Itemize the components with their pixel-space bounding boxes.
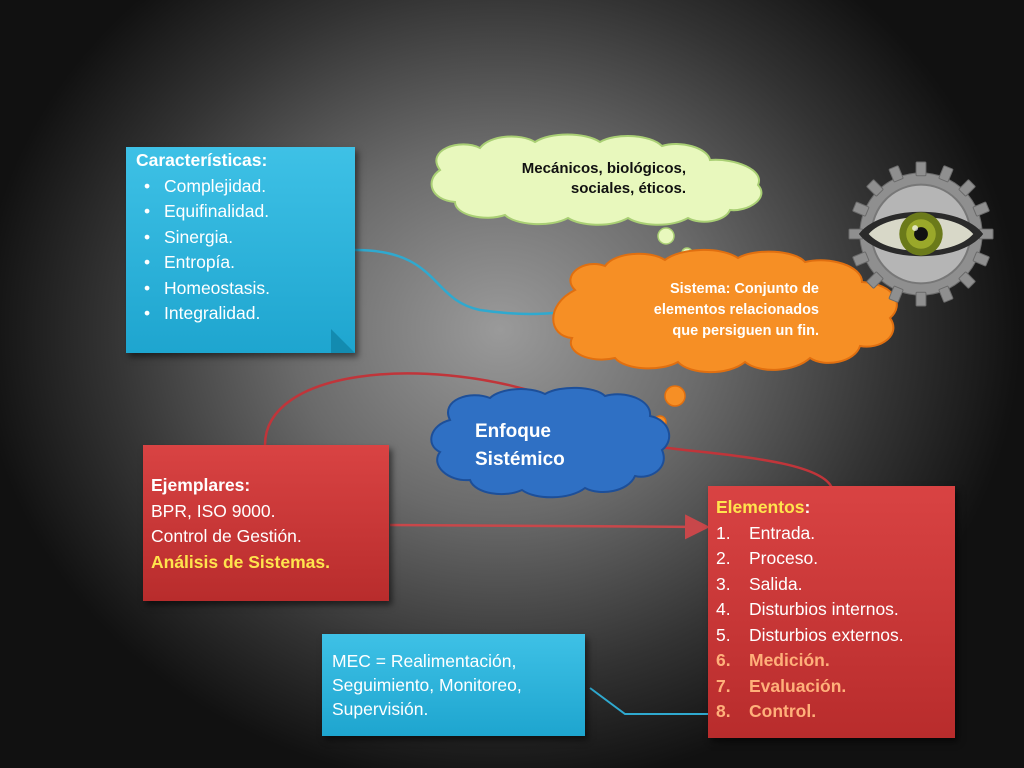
connector-mec-elementos bbox=[589, 687, 708, 715]
list-item: Entropía. bbox=[136, 250, 345, 276]
thought-bubble-orange-large bbox=[664, 385, 686, 407]
list-item: 7.Evaluación. bbox=[716, 675, 847, 696]
list-item: 5.Disturbios externos. bbox=[716, 624, 904, 645]
caracteristicas-title: Características: bbox=[136, 150, 268, 170]
sistema-line-2: elementos relacionados bbox=[653, 302, 819, 318]
enfoque-line-1: Enfoque bbox=[475, 421, 551, 442]
page-curl bbox=[331, 329, 355, 353]
mecanicos-line-2: sociales, éticos. bbox=[570, 180, 686, 197]
mec-line-1: MEC = Realimentación, bbox=[332, 651, 517, 671]
list-item: 2.Proceso. bbox=[716, 548, 819, 568]
list-item: 6.Medición. bbox=[716, 650, 830, 670]
caracteristicas-list: Complejidad. Equifinalidad. Sinergia. En… bbox=[136, 174, 345, 327]
list-item: Homeostasis. bbox=[136, 276, 345, 302]
sistema-line-1: Sistema: Conjunto de bbox=[669, 281, 819, 297]
list-item: 1.Entrada. bbox=[716, 522, 816, 543]
connector-enfoque-elementos bbox=[659, 445, 834, 489]
elementos-title-colon: : bbox=[804, 497, 811, 517]
caracteristicas-box: Características: Complejidad. Equifinali… bbox=[126, 147, 355, 353]
list-item: 4.Disturbios internos. bbox=[716, 599, 899, 619]
list-item: 8.Control. bbox=[716, 701, 817, 721]
mecanicos-line-1: Mecánicos, biológicos, bbox=[521, 160, 686, 177]
list-item: Equifinalidad. bbox=[136, 199, 345, 225]
enfoque-line-2: Sistémico bbox=[475, 449, 565, 470]
mec-box: MEC = Realimentación, Seguimiento, Monit… bbox=[322, 634, 585, 736]
elementos-box: Elementos: 1.Entrada. 2.Proceso. 3.Salid… bbox=[708, 486, 955, 738]
ejemplares-line-1: BPR, ISO 9000. bbox=[151, 500, 276, 521]
elementos-title-text: Elementos bbox=[716, 497, 805, 517]
elementos-title: Elementos: bbox=[716, 495, 947, 521]
list-item: 3.Salida. bbox=[716, 573, 803, 594]
arrow-ejemplares-elementos bbox=[389, 514, 710, 540]
gear-eye-icon bbox=[848, 161, 994, 307]
connector-caracteristicas-sistema bbox=[354, 248, 566, 316]
thought-bubble-green-large bbox=[657, 227, 675, 245]
mec-line-3: Supervisión. bbox=[332, 699, 429, 719]
mecanicos-cloud bbox=[430, 133, 763, 226]
ejemplares-title: Ejemplares: bbox=[151, 475, 251, 495]
connector-ejemplares-enfoque bbox=[263, 372, 546, 446]
enfoque-cloud bbox=[430, 386, 671, 499]
list-item: Integralidad. bbox=[136, 301, 345, 327]
sistema-text: Sistema: Conjunto de elementos relaciona… bbox=[600, 279, 819, 342]
ejemplares-box: Ejemplares: BPR, ISO 9000. Control de Ge… bbox=[143, 445, 389, 601]
ejemplares-line-2: Control de Gestión. bbox=[151, 526, 302, 546]
elementos-list: 1.Entrada. 2.Proceso. 3.Salida. 4.Distur… bbox=[716, 521, 947, 725]
mecanicos-text: Mecánicos, biológicos, sociales, éticos. bbox=[470, 159, 686, 199]
enfoque-text: Enfoque Sistémico bbox=[475, 418, 565, 474]
sistema-cloud bbox=[552, 248, 898, 374]
list-item: Complejidad. bbox=[136, 174, 345, 200]
sistema-line-3: que persiguen un fin. bbox=[672, 323, 819, 339]
mec-line-2: Seguimiento, Monitoreo, bbox=[332, 675, 522, 695]
ejemplares-highlight: Análisis de Sistemas. bbox=[151, 551, 330, 572]
list-item: Sinergia. bbox=[136, 225, 345, 251]
